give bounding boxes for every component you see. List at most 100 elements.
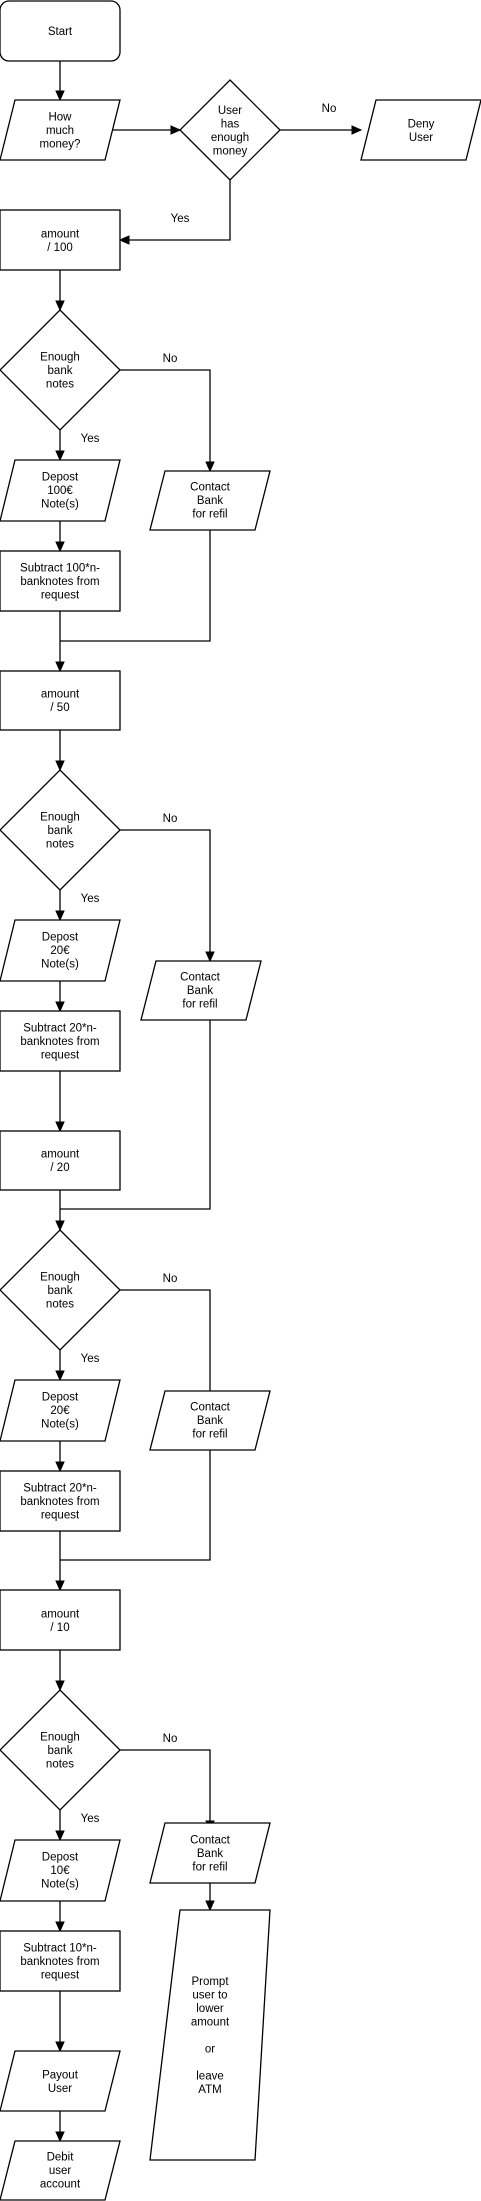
edge-label-no: No	[163, 1733, 178, 1745]
node-label-line: for refil	[182, 999, 217, 1011]
edge-contact-1-to-merge	[60, 530, 211, 642]
node-label-line: 100€	[47, 485, 73, 497]
arrowhead	[55, 2131, 65, 2143]
amount-20-process[interactable]: amount/ 20	[0, 1130, 121, 1191]
node-label-line: leave	[196, 2071, 224, 2083]
node-label-line: How	[48, 112, 72, 124]
node-label-line: notes	[46, 1299, 74, 1311]
arrowhead	[55, 300, 65, 312]
amount-50-process[interactable]: amount/ 50	[0, 670, 121, 731]
node-label-line: Enough	[40, 1732, 80, 1744]
arrowhead	[55, 760, 65, 772]
edge-label-yes: Yes	[171, 213, 190, 225]
arrowhead	[55, 661, 65, 673]
amount-100-process[interactable]: amount/ 100	[0, 209, 121, 271]
node-label-line: banknotes from	[20, 1956, 99, 1968]
node-label-line: bank	[48, 1745, 73, 1757]
arrowhead	[55, 910, 65, 922]
node-label-line: user	[49, 2165, 72, 2177]
arrowhead	[55, 1370, 65, 1382]
edges	[59, 61, 353, 2134]
node-label-line: Subtract 20*n-	[23, 1483, 97, 1495]
arrowhead	[351, 125, 363, 135]
node-label-line: User	[409, 132, 433, 144]
node-label-line: bank	[48, 825, 73, 837]
arrowhead	[55, 1461, 65, 1473]
node-label-line: Contact	[190, 1835, 230, 1847]
node-label-line: Depost	[42, 1852, 79, 1864]
node-label-line: notes	[46, 379, 74, 391]
node-label-line: amount	[191, 2017, 230, 2029]
edge-label-no: No	[163, 1273, 178, 1285]
node-label-line: for refil	[192, 509, 227, 521]
node-label-line: User	[218, 105, 242, 117]
node-label-line: Contact	[190, 1402, 230, 1414]
node-label-line: Start	[48, 26, 73, 38]
arrowhead	[55, 2041, 65, 2053]
arrowhead	[55, 1680, 65, 1692]
node-label-line: Bank	[197, 1848, 223, 1860]
edge-decision-4-to-contact-4	[120, 1749, 211, 1823]
node-label-line: Note(s)	[41, 1879, 79, 1891]
node-label-line: or	[205, 2044, 215, 2056]
arrowheads	[55, 90, 363, 2143]
node-label-line: lower	[196, 2003, 224, 2015]
node-label-line: Subtract 20*n-	[23, 1023, 97, 1035]
node-label-line: request	[41, 590, 80, 602]
node-label-line: / 10	[50, 1622, 69, 1634]
node-label-line: banknotes from	[20, 576, 99, 588]
node-label-line: Note(s)	[41, 959, 79, 971]
node-label-line: 20€	[50, 945, 70, 957]
amount-10-process[interactable]: amount/ 10	[0, 1589, 121, 1651]
node-label-line: Contact	[180, 972, 220, 984]
arrowhead	[205, 461, 215, 473]
node-label-line: Deny	[408, 118, 435, 130]
node-label-line: Enough	[40, 352, 80, 364]
start-node[interactable]: Start	[0, 0, 121, 62]
node-label-line: ATM	[198, 2084, 221, 2096]
node-label-line: / 50	[50, 702, 69, 714]
node-label-line: for refil	[192, 1429, 227, 1441]
node-label: amount/ 50	[41, 688, 80, 714]
node-label-line: Note(s)	[41, 1419, 79, 1431]
node-label-line: Depost	[42, 932, 79, 944]
